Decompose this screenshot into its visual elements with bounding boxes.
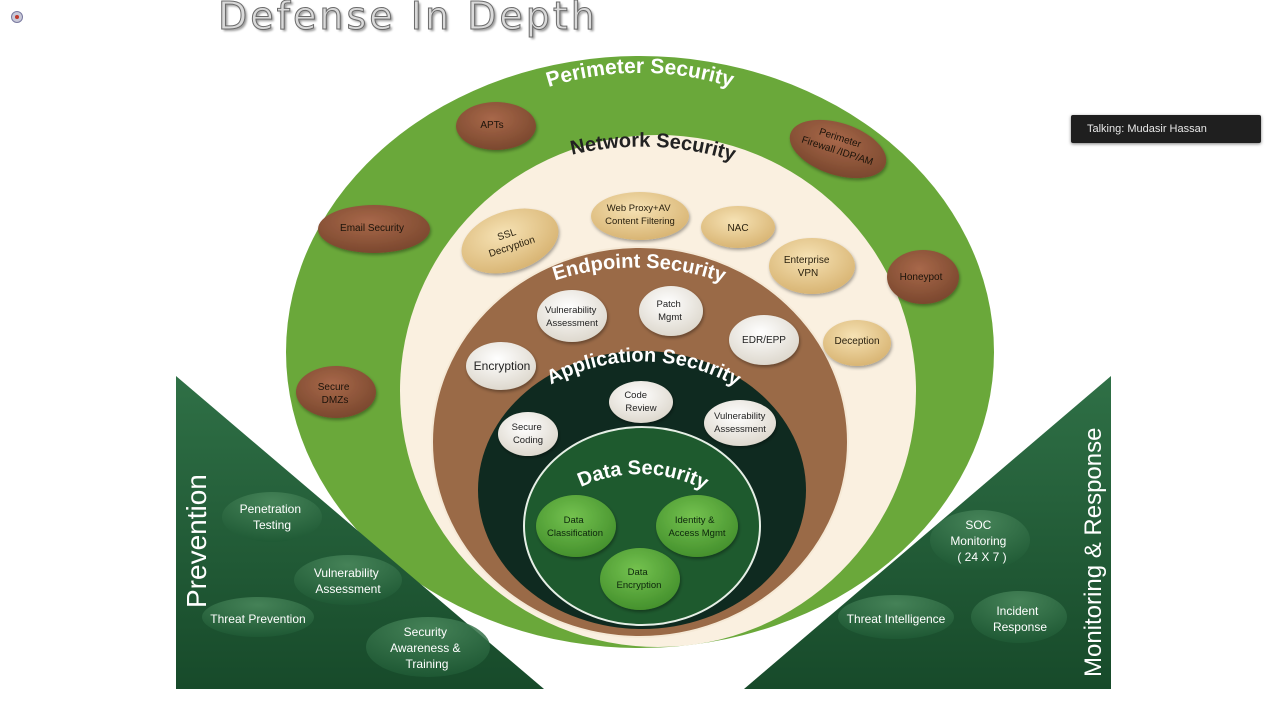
endpoint-item-edr-epp: EDR/EPP (729, 315, 799, 365)
svg-text:Vulnerability Assessme: Vulnerability Assessment (314, 566, 382, 596)
svg-text:Enterprise VPN: Enterprise VPN (784, 255, 832, 279)
svg-text:Encryption: Encryption (474, 359, 531, 373)
svg-text:Data Classification: Data Classification (547, 515, 603, 539)
application-item-vulnerability-assessment: Vulnerability Assessment (704, 400, 776, 446)
svg-text:Secure Coding: Secure Coding (512, 422, 545, 446)
svg-text:Deception: Deception (834, 336, 879, 347)
endpoint-item-encryption: Encryption (466, 342, 536, 390)
svg-text:Patch Mgmt: Patch Mgmt (657, 299, 684, 323)
svg-text:APTs: APTs (480, 120, 503, 131)
data-item-identity-access: Identity & Access Mgmt (656, 495, 738, 557)
data-ring (523, 426, 761, 626)
monitoring-item-incident-response: Incident Response (971, 591, 1067, 643)
prevention-item-vulnerability-assessment: Vulnerability Assessment (294, 555, 402, 605)
svg-text:Email Security: Email Security (340, 223, 404, 234)
perimeter-item-apts: APTs (456, 102, 536, 150)
application-item-code-review: Code Review (609, 381, 673, 423)
svg-text:SOC Monitoring: SOC Monitoring ( 24 X 7 ) (950, 518, 1009, 564)
application-item-secure-coding: Secure Coding (498, 412, 558, 456)
prevention-item-threat-prevention: Threat Prevention (202, 597, 314, 637)
perimeter-item-firewall: Perimeter Firewall /IDP/AM (789, 119, 887, 179)
talking-indicator: Talking: Mudasir Hassan (1071, 115, 1261, 143)
svg-text:Threat Prevention: Threat Prevention (210, 612, 305, 626)
perimeter-item-honeypot: Honeypot (887, 250, 959, 304)
data-item-classification: Data Classification (536, 495, 616, 557)
endpoint-item-vulnerability-assessment: Vulnerability Assessment (537, 290, 607, 342)
svg-text:Vulnerability Assessme: Vulnerability Assessment (545, 305, 599, 329)
data-item-encryption: Data Encryption (600, 548, 680, 610)
prevention-label: Prevention (181, 474, 212, 608)
svg-text:Threat Intelligence: Threat Intelligence (847, 612, 946, 626)
perimeter-item-secure-dmzs: Secure DMZs (296, 366, 376, 418)
svg-text:Code Review: Code Review (624, 390, 656, 414)
endpoint-item-patch-mgmt: Patch Mgmt (639, 286, 703, 336)
svg-text:Vulnerability Assessme: Vulnerability Assessment (714, 411, 768, 435)
network-item-deception: Deception (823, 320, 891, 366)
network-item-nac: NAC (701, 206, 775, 248)
svg-text:EDR/EPP: EDR/EPP (742, 335, 786, 346)
svg-text:Incident Response: Incident Response (993, 604, 1047, 634)
svg-text:NAC: NAC (727, 223, 748, 234)
prevention-item-security-awareness: Security Awareness & Training (366, 617, 490, 677)
svg-text:Penetration Testing: Penetration Testing (240, 502, 305, 532)
perimeter-item-email-security: Email Security (318, 205, 430, 253)
monitoring-item-threat-intelligence: Threat Intelligence (838, 595, 954, 639)
svg-text:Secure DMZs: Secure DMZs (318, 382, 352, 406)
monitoring-label: Monitoring & Response (1080, 428, 1107, 677)
svg-text:Security Awareness &: Security Awareness & Training (390, 625, 464, 671)
network-item-enterprise-vpn: Enterprise VPN (769, 238, 855, 294)
svg-text:Data Encryption: Data Encryption (617, 567, 662, 591)
monitoring-item-soc: SOC Monitoring ( 24 X 7 ) (930, 510, 1030, 570)
network-item-ssl-decryption: SSL Decryption (461, 208, 559, 274)
svg-text:Honeypot: Honeypot (900, 272, 943, 283)
network-item-web-proxy: Web Proxy+AV Content Filtering (591, 192, 689, 240)
app-icon[interactable] (11, 11, 23, 23)
prevention-item-penetration-testing: Penetration Testing (222, 492, 322, 542)
svg-text:Identity & Access Mgmt: Identity & Access Mgmt (668, 515, 725, 539)
slide-title: Defense In Depth (218, 0, 598, 39)
svg-text:Web Proxy+AV Content F: Web Proxy+AV Content Filtering (605, 203, 675, 227)
